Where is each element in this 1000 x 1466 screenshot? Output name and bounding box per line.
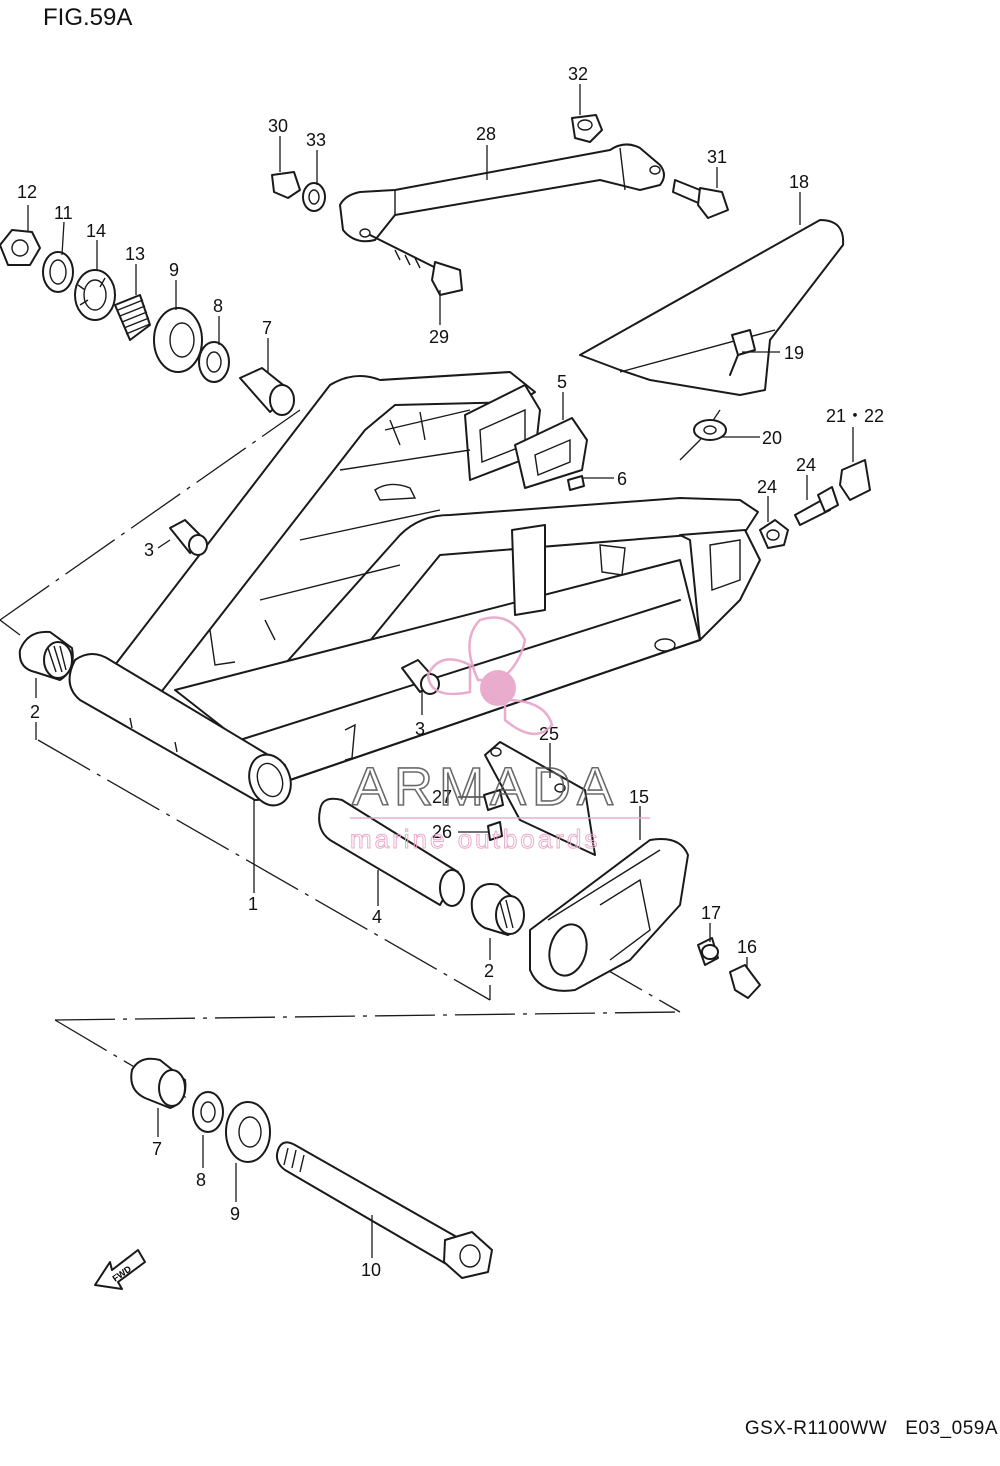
collar-7 [239,367,295,416]
screw-27 [483,789,504,811]
figure-title: FIG.59A [43,4,133,31]
washer-33 [302,182,326,212]
callout-13: 13 [125,244,145,264]
callout-2-left: 2 [30,702,40,722]
washer-20 [693,419,727,441]
callout-10: 10 [361,1260,381,1280]
figure-code: E03_059A [905,1418,998,1439]
pivot-nut-12 [0,229,41,266]
callout-32: 32 [568,64,588,84]
callout-12: 12 [17,182,37,202]
callout-24-bolt: 24 [796,455,816,475]
callout-18: 18 [789,172,809,192]
spacer-4 [318,797,465,907]
collar-17 [697,937,719,966]
washer-8 [198,341,230,383]
bracket-25 [484,741,596,856]
screw-6 [567,475,585,491]
nut-24 [759,519,789,549]
forward-arrow-icon: FWD [94,1249,146,1290]
callout-3-left: 3 [144,540,154,560]
callout-24-nut: 24 [757,477,777,497]
screw-26 [487,821,503,841]
callout-5: 5 [557,372,567,392]
needle-bearing-2-right [470,883,525,936]
callout-15: 15 [629,787,649,807]
torque-arm-rod [339,143,665,243]
washer-11 [42,251,74,293]
callout-21-22: 21・22 [826,406,884,426]
lock-nut-14 [74,269,116,321]
bushing-3-left [169,519,208,556]
callout-29: 29 [429,327,449,347]
pivot-shaft-10 [275,1141,493,1279]
callout-31: 31 [707,147,727,167]
callout-16: 16 [737,937,757,957]
callout-28: 28 [476,124,496,144]
callout-leaders [27,84,854,1258]
swingarm-body [68,371,761,807]
callout-11: 11 [54,203,73,223]
callout-2-right: 2 [484,961,494,981]
clip-nut-21-22 [839,459,871,501]
figure-footer: GSX-R1100WW E03_059A [745,1418,998,1440]
callout-numbers: 12 11 14 13 9 8 7 30 33 28 32 31 18 19 2… [17,64,884,1280]
armada-watermark: ARMADA marine outboards [350,616,650,855]
bolt-31 [672,179,729,219]
callout-7-upper: 7 [262,318,272,338]
nut-32 [571,114,603,143]
callout-9-lower: 9 [230,1204,240,1224]
callout-30: 30 [268,116,288,136]
callout-25: 25 [539,724,559,744]
watermark-tagline: marine outboards [350,824,600,854]
spring-13 [114,294,151,341]
callout-4: 4 [372,907,382,927]
callout-27: 27 [432,787,452,807]
washer-9-lower [225,1101,271,1163]
watermark-brand: ARMADA [352,757,619,817]
needle-bearing-2-left [18,630,74,681]
callout-14: 14 [86,221,106,241]
chain-guard-18 [579,219,845,396]
bolt-16 [729,964,761,999]
torque-arm-bolt-29 [369,234,463,296]
callout-26: 26 [432,822,452,842]
model-code: GSX-R1100WW [744,1418,888,1439]
callout-8-lower: 8 [196,1170,206,1190]
bolt-24 [794,486,839,526]
callout-9-upper: 9 [169,260,179,280]
callout-1: 1 [248,894,258,914]
callout-33: 33 [306,130,326,150]
propeller-logo-icon [426,616,554,735]
chain-buffer-15 [529,838,689,992]
callout-20: 20 [762,428,782,448]
callout-17: 17 [701,903,721,923]
callout-8-upper: 8 [213,296,223,316]
screw-19 [729,329,756,376]
callout-6: 6 [617,469,627,489]
callout-19: 19 [784,343,804,363]
callout-7-lower: 7 [152,1139,162,1159]
washer-8-lower [192,1091,224,1133]
nut-30 [271,171,301,199]
callout-3-right: 3 [415,719,425,739]
collar-7-lower [130,1057,187,1109]
plate-5 [514,417,588,489]
bearing-9 [153,307,203,373]
